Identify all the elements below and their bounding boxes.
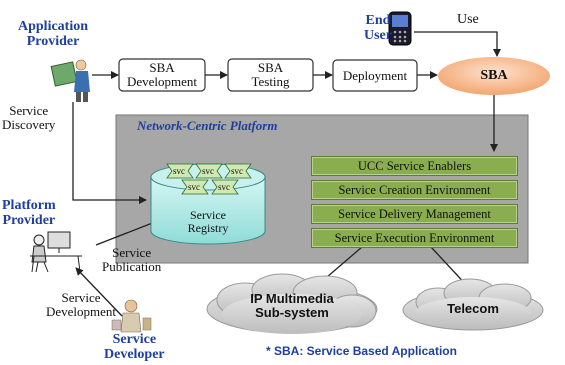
platform-provider-label: Platform Provider xyxy=(2,198,56,228)
platform-provider-icon xyxy=(30,231,82,273)
service-registry-label: Service Registry xyxy=(187,208,229,235)
telecom-cloud xyxy=(402,278,544,331)
svc-tag: svc xyxy=(195,163,223,179)
service-developer-label: Service Developer xyxy=(104,332,165,362)
svc-tag: svc xyxy=(181,179,209,195)
sba-ellipse xyxy=(438,57,550,95)
svc-tag: svc xyxy=(166,163,194,179)
enabler-ucc-service-enablers: UCC Service Enablers xyxy=(311,156,518,176)
svc-tag: svc xyxy=(224,163,252,179)
platform-title: Network-Centric Platform xyxy=(137,118,278,133)
svg-text:svc: svc xyxy=(188,182,200,192)
enabler-service-execution-environment: Service Execution Environment xyxy=(311,228,518,248)
svg-text:svc: svc xyxy=(218,182,230,192)
arrow-service-development xyxy=(75,267,123,317)
application-provider-icon xyxy=(50,59,90,102)
ims-cloud xyxy=(206,273,378,334)
service-publication-label: Service Publication xyxy=(102,245,162,274)
arrow-service-publication xyxy=(95,218,161,246)
arrow-service-discovery xyxy=(72,102,147,204)
service-developer-icon xyxy=(111,299,152,333)
telecom-cloud-label: Telecom xyxy=(447,301,499,316)
service-discovery-label: Service Discovery xyxy=(2,103,56,132)
enabler-service-creation-environment: Service Creation Environment xyxy=(311,180,518,200)
svc-tag: svc xyxy=(211,179,239,195)
svc-tags: svc svc svc svc svc xyxy=(166,163,252,195)
deployment-label: Deployment xyxy=(342,67,408,83)
footnote: * SBA: Service Based Application xyxy=(266,344,457,358)
end-user-label: End User xyxy=(364,13,392,43)
application-provider-label: Application Provider xyxy=(18,19,89,49)
svg-text:svc: svc xyxy=(231,166,243,176)
sba-label: SBA xyxy=(480,67,508,83)
service-development-label: Service Development xyxy=(46,290,117,319)
arrow-user-to-sba xyxy=(414,31,501,57)
sba-testing-label: SBA Testing xyxy=(251,60,290,89)
svg-text:svc: svc xyxy=(173,166,185,176)
sba-development-label: SBA Development xyxy=(126,60,198,89)
svg-text:svc: svc xyxy=(202,166,214,176)
enabler-service-delivery-management: Service Delivery Management xyxy=(311,204,518,224)
use-label: Use xyxy=(457,12,479,27)
ims-cloud-label: IP Multimedia Sub-system xyxy=(250,291,334,320)
phone-icon xyxy=(388,11,412,46)
